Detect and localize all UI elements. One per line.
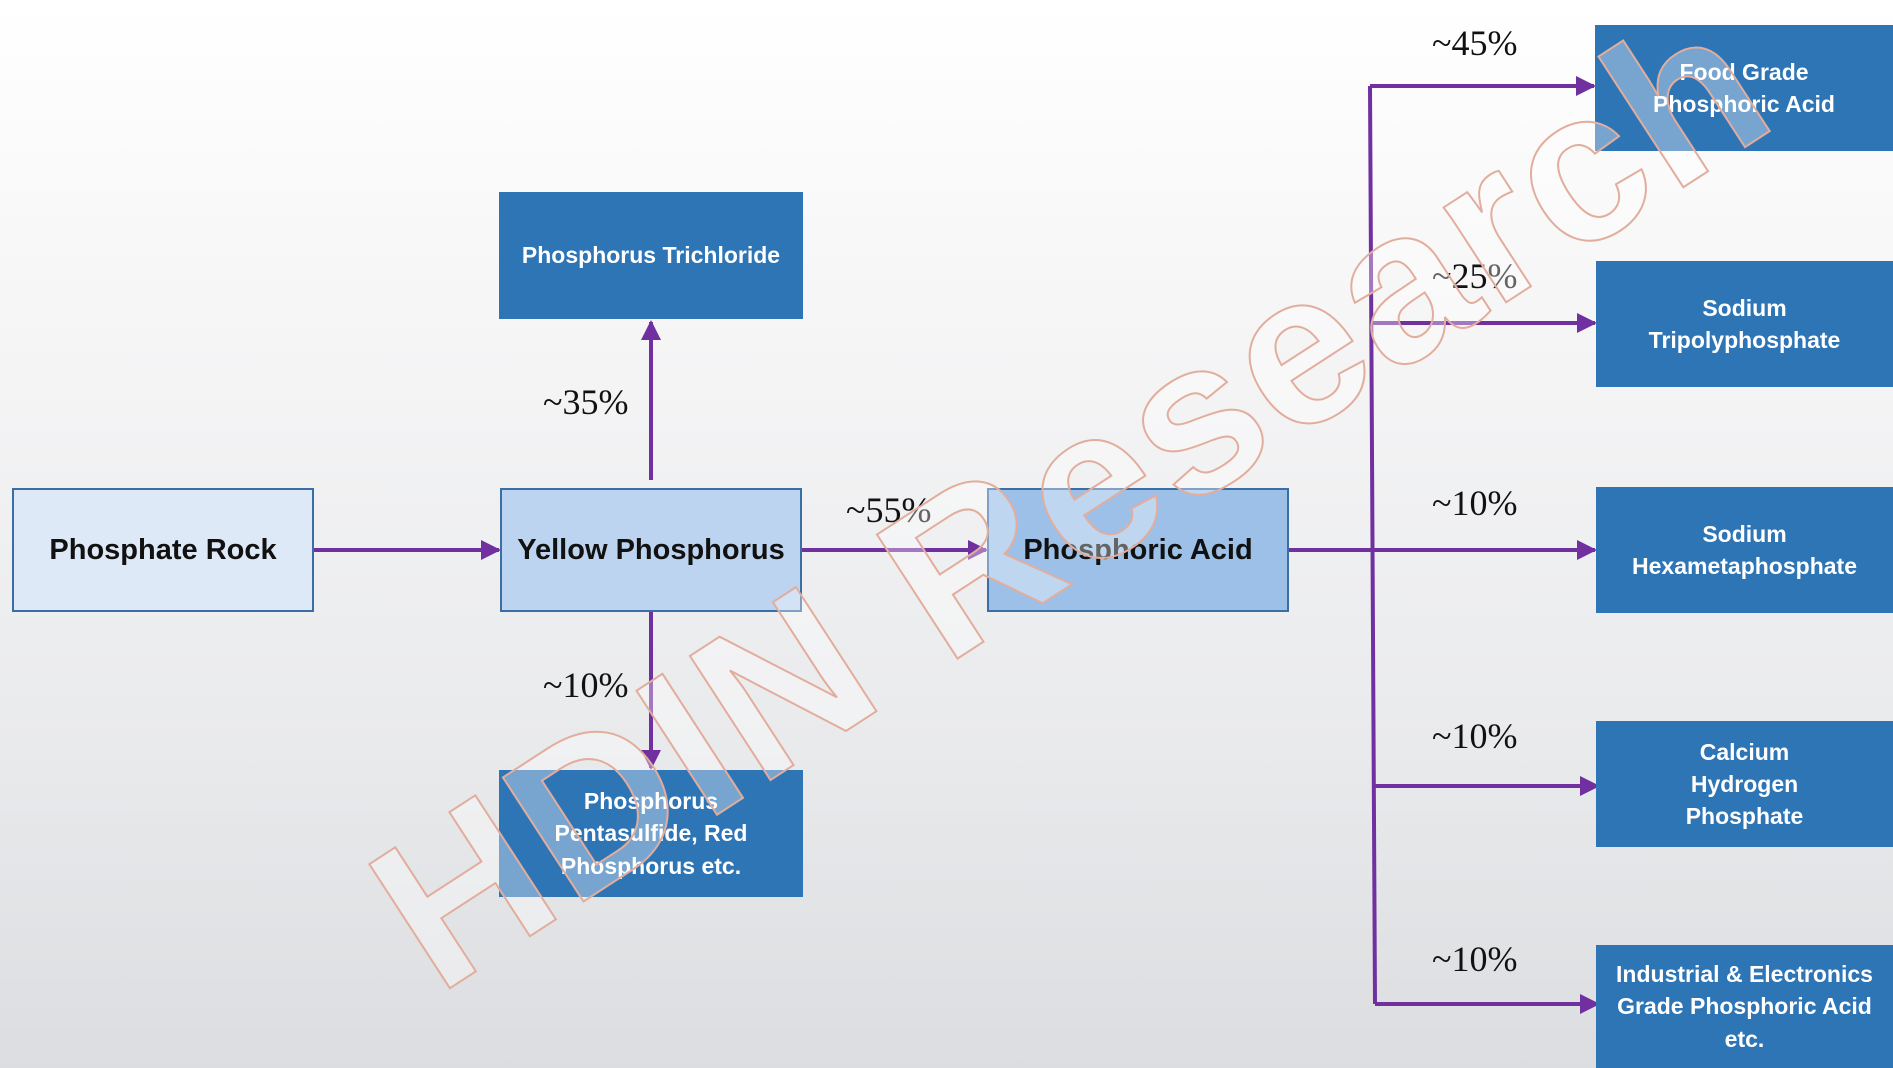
share-to-food-grade: ~45% <box>1432 23 1518 63</box>
share-to-trichloride: ~35% <box>543 382 629 422</box>
node-phosphate-rock-label: Phosphate Rock <box>49 533 277 566</box>
node-yellow-phosphorus-label: Yellow Phosphorus <box>517 533 785 566</box>
node-calcium-hydrogen-phosphate: Calcium Hydrogen Phosphate <box>1596 721 1893 847</box>
node-stpp-label: Sodium Tripolyphosphate <box>1648 294 1841 353</box>
node-sodium-tripolyphosphate: Sodium Tripolyphosphate <box>1596 261 1893 387</box>
share-to-phosphoric-acid: ~55% <box>846 490 932 530</box>
node-phosphorus-pentasulfide: Phosphorus Pentasulfide, Red Phosphorus … <box>499 770 803 897</box>
node-yellow-phosphorus: Yellow Phosphorus <box>500 488 802 612</box>
node-phosphorus-trichloride-label: Phosphorus Trichloride <box>521 242 781 269</box>
node-phosphoric-acid: Phosphoric Acid <box>987 488 1289 612</box>
share-to-stpp: ~25% <box>1432 256 1518 296</box>
share-to-calcium: ~10% <box>1432 716 1518 756</box>
node-sodium-hexametaphosphate: Sodium Hexametaphosphate <box>1596 487 1893 613</box>
node-phosphoric-acid-label: Phosphoric Acid <box>1023 533 1253 566</box>
node-industrial-label: Industrial & Electronics Grade Phosphori… <box>1616 961 1873 1052</box>
share-to-shmp: ~10% <box>1432 483 1518 523</box>
share-to-pentasulfide: ~10% <box>543 665 629 705</box>
node-phosphate-rock: Phosphate Rock <box>12 488 314 612</box>
node-phosphorus-pentasulfide-label: Phosphorus Pentasulfide, Red Phosphorus … <box>554 788 748 879</box>
node-calcium-label: Calcium Hydrogen Phosphate <box>1685 738 1804 830</box>
node-food-grade-phosphoric-acid: Food Grade Phosphoric Acid <box>1595 25 1893 151</box>
node-food-grade-label: Food Grade Phosphoric Acid <box>1653 58 1835 117</box>
branch-trunk <box>1368 85 1377 1005</box>
node-shmp-label: Sodium Hexametaphosphate <box>1632 520 1857 579</box>
node-phosphorus-trichloride: Phosphorus Trichloride <box>499 192 803 319</box>
share-to-industrial: ~10% <box>1432 939 1518 979</box>
node-industrial-electronics-grade: Industrial & Electronics Grade Phosphori… <box>1596 945 1893 1068</box>
